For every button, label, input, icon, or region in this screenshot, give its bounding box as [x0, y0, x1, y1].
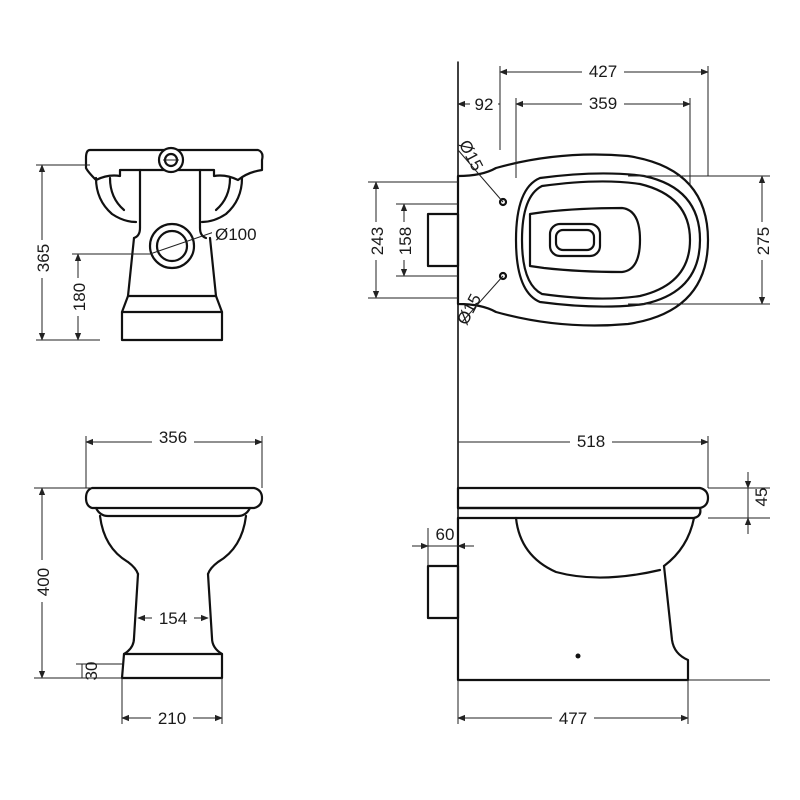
dim-rim-height: 45 [752, 488, 771, 507]
dim-seat-length: 518 [577, 432, 605, 451]
dim-fixing-hole-top: Ø15 [455, 137, 487, 174]
dim-to-fixing: 92 [475, 95, 494, 114]
dim-base-width: 210 [158, 709, 186, 728]
dim-top-depth-outer: 243 [368, 227, 387, 255]
dim-bowl-length: 359 [589, 94, 617, 113]
dim-base-height: 30 [82, 662, 101, 681]
dim-top-length: 427 [589, 62, 617, 81]
front-view: 356 400 30 154 210 [30, 426, 264, 728]
dim-front-height: 400 [34, 568, 53, 596]
dim-base-length: 477 [559, 709, 587, 728]
dim-top-depth-inner: 158 [396, 227, 415, 255]
back-view: 365 180 Ø100 [30, 146, 264, 342]
dim-top-width: 275 [754, 227, 773, 255]
dim-outlet-diameter: Ø100 [215, 225, 257, 244]
side-view: 518 45 60 477 [412, 430, 771, 728]
top-view: 427 92 359 Ø15 Ø15 243 158 275 [364, 60, 774, 328]
dim-outlet-offset: 60 [436, 525, 455, 544]
dim-pedestal-width: 154 [159, 609, 187, 628]
dim-outlet-height: 180 [70, 283, 89, 311]
dim-back-height: 365 [34, 244, 53, 272]
dim-front-width: 356 [159, 428, 187, 447]
